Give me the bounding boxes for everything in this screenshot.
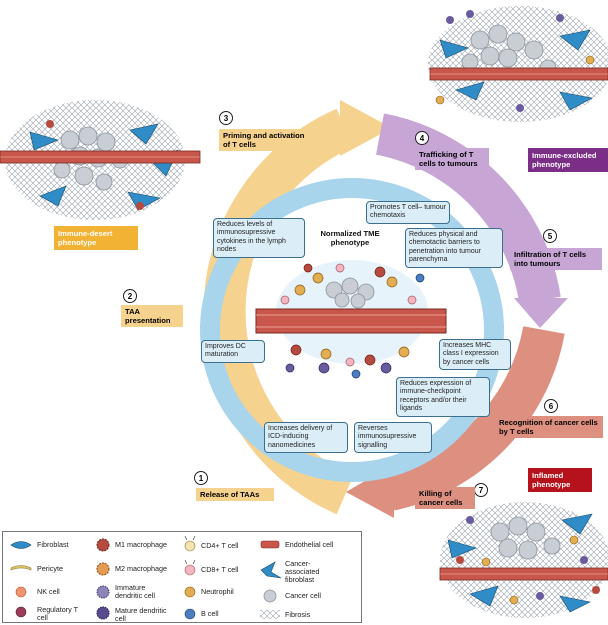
effect-chemotaxis: Promotes T cell– tumour chemotaxis <box>366 201 450 224</box>
legend: Fibroblast Pericyte NK cell Regulatory T… <box>2 531 362 623</box>
effect-mhc: Increases MHC class I expression by canc… <box>439 339 511 371</box>
step-4-label: Trafficking of T cells to tumours <box>415 148 489 170</box>
legend-m2-macrophage: M2 macrophage <box>115 564 167 573</box>
legend-b-cell: B cell <box>201 609 219 618</box>
step-5-number: 5 <box>543 229 557 243</box>
effect-barriers: Reduces physical and chemotactic barrier… <box>405 228 503 268</box>
step-3-number: 3 <box>219 111 233 125</box>
inflamed-illustration <box>439 502 608 618</box>
immune-desert-label: Immune-desert phenotype <box>54 226 138 250</box>
legend-cd4-t-cell: CD4+ T cell <box>201 541 239 550</box>
immature-dc-icon <box>96 585 110 599</box>
fibrosis-icon <box>260 610 280 619</box>
step-6-number: 6 <box>544 399 558 413</box>
legend-mature-dc: Mature dendritic cell <box>115 606 167 623</box>
mature-dc-icon <box>96 606 110 620</box>
legend-caf: Cancer-associated fibroblast <box>285 559 320 584</box>
step-7-number: 7 <box>474 483 488 497</box>
cd8-t-cell-icon <box>184 564 196 576</box>
legend-nk-cell: NK cell <box>37 587 60 596</box>
arrow-head-yellow <box>340 100 392 156</box>
step-4-number: 4 <box>415 131 429 145</box>
step-2-number: 2 <box>123 289 137 303</box>
effect-checkpoint: Reduces expression of immune-checkpoint … <box>396 377 490 417</box>
inflamed-label: Inflamed phenotype <box>528 468 592 492</box>
cd4-t-cell-icon <box>184 540 196 552</box>
legend-cd8-t-cell: CD8+ T cell <box>201 565 239 574</box>
inner-ring <box>200 178 504 482</box>
m1-macrophage-icon <box>96 538 110 552</box>
step-7-label: Killing of cancer cells <box>415 487 475 509</box>
legend-immature-dc: Immature dendritic cell <box>115 583 155 600</box>
pericyte-icon <box>10 565 32 571</box>
normalized-tme-illustration <box>255 260 447 379</box>
legend-fibroblast: Fibroblast <box>37 540 69 549</box>
neutrophil-icon <box>184 586 196 598</box>
step-2-label: TAA presentation <box>121 305 183 327</box>
normalized-tme-label: Normalized TME phenotype <box>320 229 380 247</box>
arrow-head-purple <box>514 298 568 328</box>
step-3-label: Priming and activation of T cells <box>219 129 311 151</box>
legend-m1-macrophage: M1 macrophage <box>115 540 167 549</box>
nk-cell-icon <box>15 586 27 598</box>
step-1-label: Release of TAAs <box>196 488 274 501</box>
legend-pericyte: Pericyte <box>37 564 63 573</box>
m2-macrophage-icon <box>96 562 110 576</box>
cycle-arc-salmon <box>385 325 565 511</box>
effect-cytokines: Reduces levels of immunosupressive cytok… <box>213 218 305 258</box>
immune-excluded-illustration <box>428 6 608 122</box>
effect-signalling: Reverses immunosupressive signalling <box>354 422 432 454</box>
regulatory-t-cell-icon <box>15 606 27 618</box>
step-1-number: 1 <box>194 471 208 485</box>
legend-neutrophil: Neutrophil <box>201 587 234 596</box>
legend-regulatory-t-cell: Regulatory T cell <box>37 605 78 622</box>
immune-excluded-label: Immune-excluded phenotype <box>528 148 608 172</box>
immune-desert-illustration <box>0 100 201 220</box>
step-6-label: Recognition of cancer cells by T cells <box>495 416 603 438</box>
caf-icon <box>260 561 282 579</box>
legend-fibrosis: Fibrosis <box>285 610 311 619</box>
endothelial-cell-icon <box>260 540 280 549</box>
step-5-label: Infiltration of T cells into tumours <box>510 248 602 270</box>
cancer-cell-icon <box>263 589 277 603</box>
effect-icd-delivery: Increases delivery of ICD-inducing nanom… <box>264 422 348 454</box>
legend-endothelial-cell: Endothelial cell <box>285 540 334 549</box>
b-cell-icon <box>184 608 196 620</box>
effect-dc-maturation: Improves DC maturation <box>201 340 265 363</box>
legend-cancer-cell: Cancer cell <box>285 591 321 600</box>
fibroblast-icon <box>10 541 32 549</box>
